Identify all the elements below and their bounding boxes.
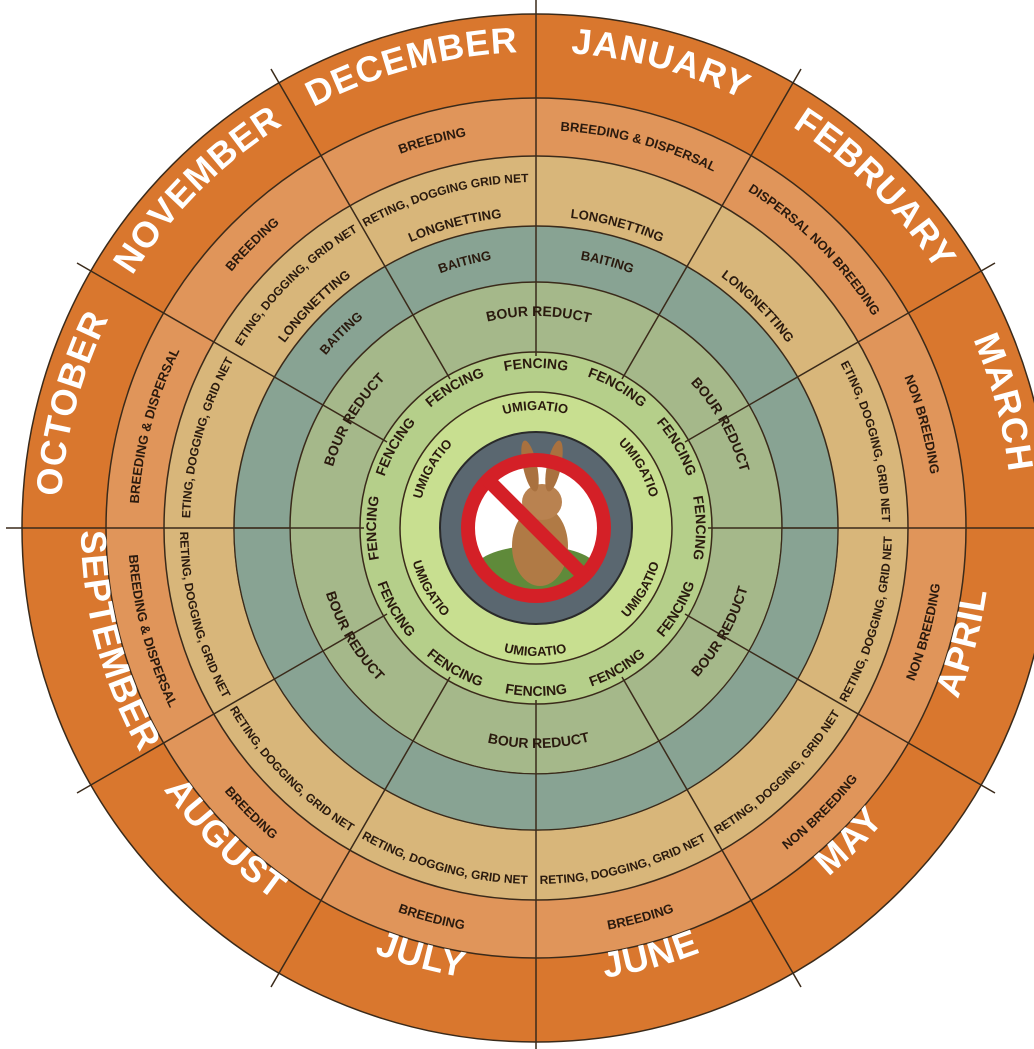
month-divider bbox=[270, 68, 451, 380]
no-sign-ring bbox=[461, 453, 611, 603]
month-divider bbox=[76, 262, 388, 443]
fencing-label: FENCING bbox=[363, 494, 382, 561]
month-divider bbox=[621, 676, 802, 988]
fencing-label: FENCING bbox=[502, 355, 569, 374]
no-rabbits-icon bbox=[461, 440, 611, 603]
month-dividers bbox=[6, 0, 1034, 1049]
rabbit-head bbox=[522, 484, 562, 520]
month-divider bbox=[684, 613, 996, 794]
center-badge bbox=[439, 431, 633, 625]
month-divider bbox=[684, 262, 996, 443]
ring-backgrounds bbox=[21, 13, 1034, 1043]
fencing-label: FENCING bbox=[690, 494, 709, 561]
month-divider bbox=[621, 68, 802, 380]
no-sign-slash bbox=[483, 475, 589, 581]
month-divider bbox=[76, 613, 388, 794]
month-divider bbox=[270, 676, 451, 988]
fencing-label: FENCING bbox=[504, 680, 568, 699]
